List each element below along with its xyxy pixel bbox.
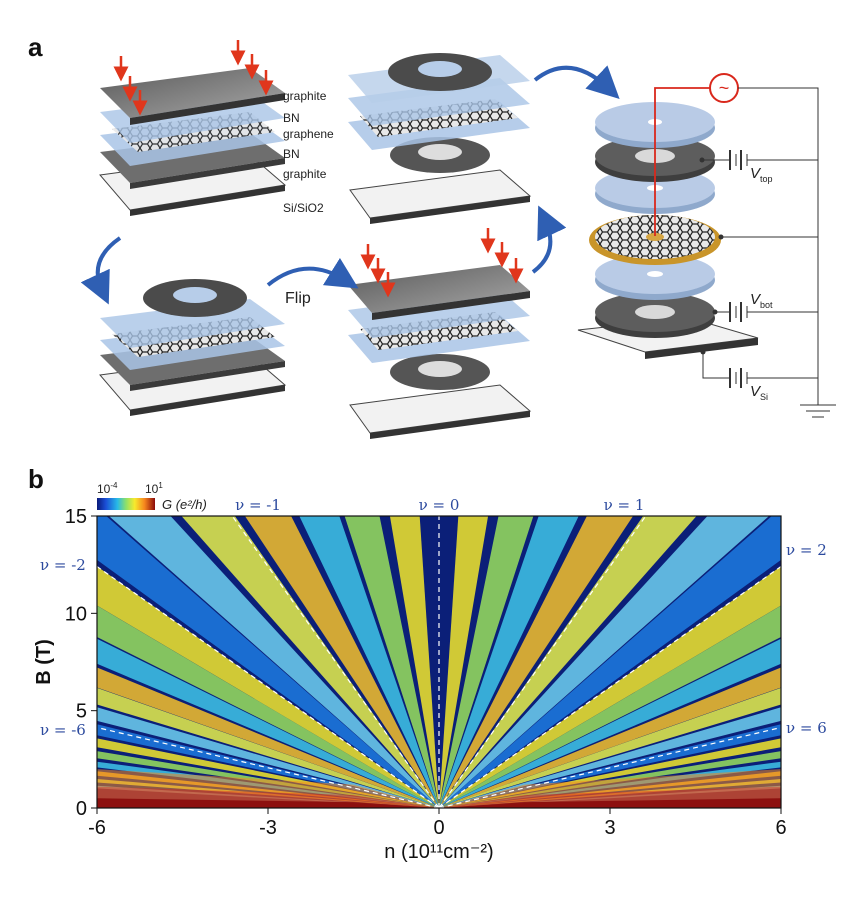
- x-tick-label: 3: [604, 817, 615, 839]
- circuit: [702, 73, 836, 418]
- press-arrows-2: [360, 228, 524, 298]
- fan-band: [439, 707, 781, 808]
- fan-band: [97, 605, 439, 808]
- nu-label: ν = -6: [40, 721, 86, 739]
- y-ticks: 0 5 10 15: [65, 506, 97, 820]
- layer-label: Si/SiO2: [283, 201, 324, 215]
- fan-band: [439, 687, 781, 808]
- filling-factor-line: [438, 565, 781, 808]
- fan-band: [97, 667, 439, 808]
- filling-factor-line: [97, 565, 440, 808]
- fan-band: [97, 638, 439, 808]
- fan-band: [439, 516, 534, 808]
- y-tick-label: 15: [65, 506, 87, 528]
- colorbar-max-label: 101: [145, 481, 163, 496]
- filling-factor-line: [97, 726, 440, 808]
- nu-label: ν = 6: [786, 719, 827, 737]
- flip-label: Flip: [285, 290, 311, 307]
- fan-band: [244, 516, 439, 808]
- fan-band: [439, 738, 781, 808]
- v-bot-label: Vbot: [750, 291, 773, 310]
- v-top-label: Vtop: [750, 165, 773, 184]
- y-tick-label: 5: [76, 701, 87, 723]
- colorbar: [97, 498, 155, 510]
- press-arrows-1: [113, 40, 274, 116]
- colorbar-quantity: G (e²/h): [162, 497, 207, 512]
- panel-a-label: a: [28, 32, 43, 62]
- fan-band: [181, 516, 439, 808]
- fan-band: [439, 516, 579, 808]
- y-tick-label: 0: [76, 798, 87, 820]
- fan-band: [97, 687, 439, 808]
- fan-band: [439, 516, 489, 808]
- fan-band: [439, 667, 781, 808]
- stack-ring-top: [348, 53, 532, 224]
- low-field-band: [97, 769, 781, 808]
- filling-factor-lines: [97, 516, 781, 808]
- panel-b-label: b: [28, 464, 44, 494]
- layer-label: graphene: [283, 127, 334, 141]
- stack-ring-bottom: [99, 279, 287, 416]
- fan-band: [439, 516, 770, 808]
- layer-label: BN: [283, 111, 300, 125]
- nu-label: ν = 0: [419, 496, 460, 514]
- x-tick-label: 0: [433, 817, 444, 839]
- layer-labels: graphite BN graphene BN graphite Si/SiO2: [283, 89, 334, 215]
- heatmap: [97, 516, 781, 808]
- fan-band: [439, 516, 781, 808]
- colorbar-min-label: 10-4: [97, 481, 118, 496]
- ac-source-icon: ~: [719, 78, 730, 98]
- layer-label: graphite: [283, 89, 327, 103]
- fan-band: [439, 516, 697, 808]
- fan-band: [439, 516, 634, 808]
- x-axis-label: n (10¹¹cm⁻²): [384, 841, 493, 863]
- v-si-label: VSi: [750, 383, 768, 402]
- stack-initial: [99, 68, 287, 216]
- process-arrows: [80, 65, 620, 305]
- fan-band: [389, 516, 439, 808]
- nu-label: ν = 1: [604, 496, 645, 514]
- exploded-device: [577, 87, 759, 359]
- low-field-band: [97, 798, 781, 808]
- filling-factor-line: [231, 516, 440, 808]
- nu-label: ν = -2: [40, 556, 86, 574]
- layer-label: graphite: [283, 167, 327, 181]
- fan-band: [97, 516, 439, 808]
- layer-label: BN: [283, 147, 300, 161]
- fan-band: [344, 516, 439, 808]
- fan-band: [439, 605, 781, 808]
- nu-label: ν = 2: [786, 541, 827, 559]
- nu-label: ν = -1: [235, 496, 281, 514]
- fan-band: [108, 516, 439, 808]
- fan-band: [299, 516, 439, 808]
- x-tick-label: -3: [259, 817, 277, 839]
- fan-band: [97, 707, 439, 808]
- x-tick-label: 6: [775, 817, 786, 839]
- stack-flipped: [348, 265, 532, 439]
- y-tick-label: 10: [65, 603, 87, 625]
- x-ticks: -6 -3 0 3 6: [88, 808, 787, 839]
- y-axis-label: B (T): [33, 639, 55, 685]
- filling-factor-line: [438, 726, 781, 808]
- filling-factor-line: [438, 516, 647, 808]
- x-tick-label: -6: [88, 817, 106, 839]
